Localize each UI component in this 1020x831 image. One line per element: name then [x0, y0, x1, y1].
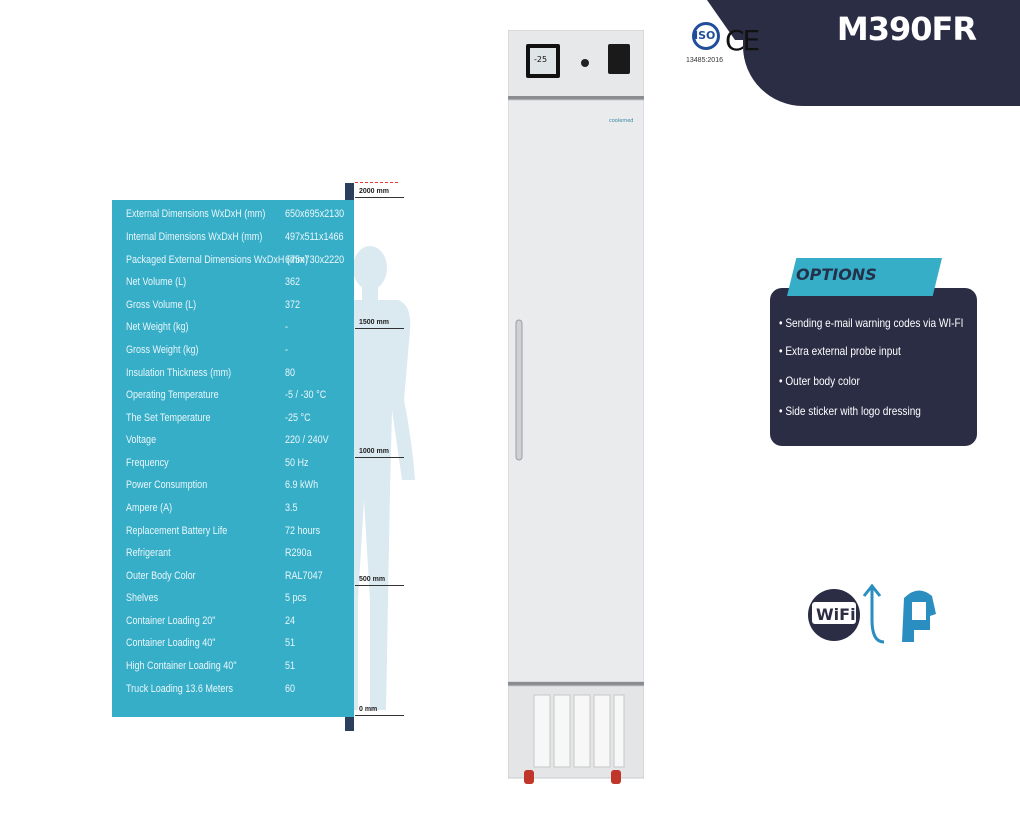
option-item: • Sending e-mail warning codes via WI-FI [779, 316, 964, 330]
spec-label: High Container Loading 40" [126, 660, 237, 672]
spec-label: Operating Temperature [126, 389, 219, 401]
spec-value: 51 [285, 637, 296, 649]
spec-label: Packaged External Dimensions WxDxH (mm) [126, 254, 308, 266]
human-silhouette [344, 246, 415, 710]
usb-icon [862, 583, 885, 644]
spec-label: Internal Dimensions WxDxH (mm) [126, 231, 263, 243]
spec-value: 51 [285, 660, 296, 672]
spec-value: 24 [285, 615, 296, 627]
spec-value: 72 hours [285, 525, 321, 537]
spec-value: 497x511x1466 [285, 231, 344, 243]
ruler-line-1500 [355, 328, 404, 329]
certifications: ISO CE 13485:2016 [686, 20, 760, 70]
iso-label: ISO [694, 29, 716, 42]
ruler-top-dash [355, 182, 398, 183]
spec-label: Replacement Battery Life [126, 525, 228, 537]
spec-label: Gross Volume (L) [126, 299, 197, 311]
spec-label: External Dimensions WxDxH (mm) [126, 208, 266, 220]
spec-value: -25 °C [285, 412, 311, 424]
spec-label: Container Loading 40" [126, 637, 216, 649]
spec-value: 50 Hz [285, 457, 309, 469]
spec-label: Power Consumption [126, 479, 208, 491]
spec-value: 6.9 kWh [285, 479, 319, 491]
iso-standard: 13485:2016 [686, 57, 723, 64]
spec-label: Voltage [126, 434, 157, 446]
spec-value: 60 [285, 683, 296, 695]
ruler-label-2000: 2000 mm [359, 188, 389, 195]
spec-value: RAL7047 [285, 570, 323, 582]
freezer-illustration: -25 coolemed [508, 30, 644, 784]
spec-value: 650x695x2130 [285, 208, 345, 220]
option-item: • Outer body color [779, 374, 860, 388]
spec-value: - [285, 344, 289, 356]
ruler-line-0 [355, 715, 404, 716]
spec-label: The Set Temperature [126, 412, 211, 424]
spec-value: 80 [285, 367, 296, 379]
spec-value: -5 / -30 °C [285, 389, 327, 401]
spec-label: Frequency [126, 457, 169, 469]
spec-value: 3.5 [285, 502, 298, 514]
spec-label: Shelves [126, 592, 159, 604]
options-tab [787, 258, 942, 296]
ce-mark: CE [725, 24, 760, 57]
spec-value: - [285, 321, 289, 333]
ruler-label-0: 0 mm [359, 706, 378, 713]
spec-label: Insulation Thickness (mm) [126, 367, 232, 379]
spec-value: 5 pcs [285, 592, 307, 604]
iso-badge-icon [692, 22, 720, 50]
spec-value: R290a [285, 547, 312, 559]
ruler-line-2000 [355, 197, 404, 198]
ruler-label-500: 500 mm [359, 576, 386, 583]
title-band: M390FR [743, 0, 1020, 106]
options-panel: • Sending e-mail warning codes via WI-FI… [770, 288, 977, 446]
option-item: • Extra external probe input [779, 344, 901, 358]
spec-label: Truck Loading 13.6 Meters [126, 683, 233, 695]
spec-value: 372 [285, 299, 301, 311]
spec-label: Gross Weight (kg) [126, 344, 199, 356]
option-item: • Side sticker with logo dressing [779, 404, 921, 418]
ruler-line-1000 [355, 457, 404, 458]
spec-label: Container Loading 20" [126, 615, 216, 627]
ruler-line-500 [355, 585, 404, 586]
ruler-label-1000: 1000 mm [359, 448, 389, 455]
spec-label: Refrigerant [126, 547, 171, 559]
model-title: M390FR [836, 10, 977, 48]
spec-value: 675x730x2220 [285, 254, 345, 266]
spec-label: Net Weight (kg) [126, 321, 189, 333]
spec-label: Net Volume (L) [126, 276, 187, 288]
brand-logo: coolemed [609, 118, 633, 124]
options-title: OPTIONS [796, 265, 877, 284]
display-readout: -25 [534, 55, 547, 64]
spec-value: 220 / 240V [285, 434, 329, 446]
spec-label: Ampere (A) [126, 502, 173, 514]
spec-label: Outer Body Color [126, 570, 196, 582]
ruler-label-1500: 1500 mm [359, 319, 389, 326]
spec-value: 362 [285, 276, 301, 288]
feature-icons: WiFi [808, 583, 936, 644]
wifi-text: WiFi [816, 605, 856, 624]
wifi-icon: WiFi [808, 589, 860, 641]
head-sd-card-icon [902, 590, 936, 642]
spec-table: External Dimensions WxDxH (mm) 650x695x21… [112, 200, 354, 717]
